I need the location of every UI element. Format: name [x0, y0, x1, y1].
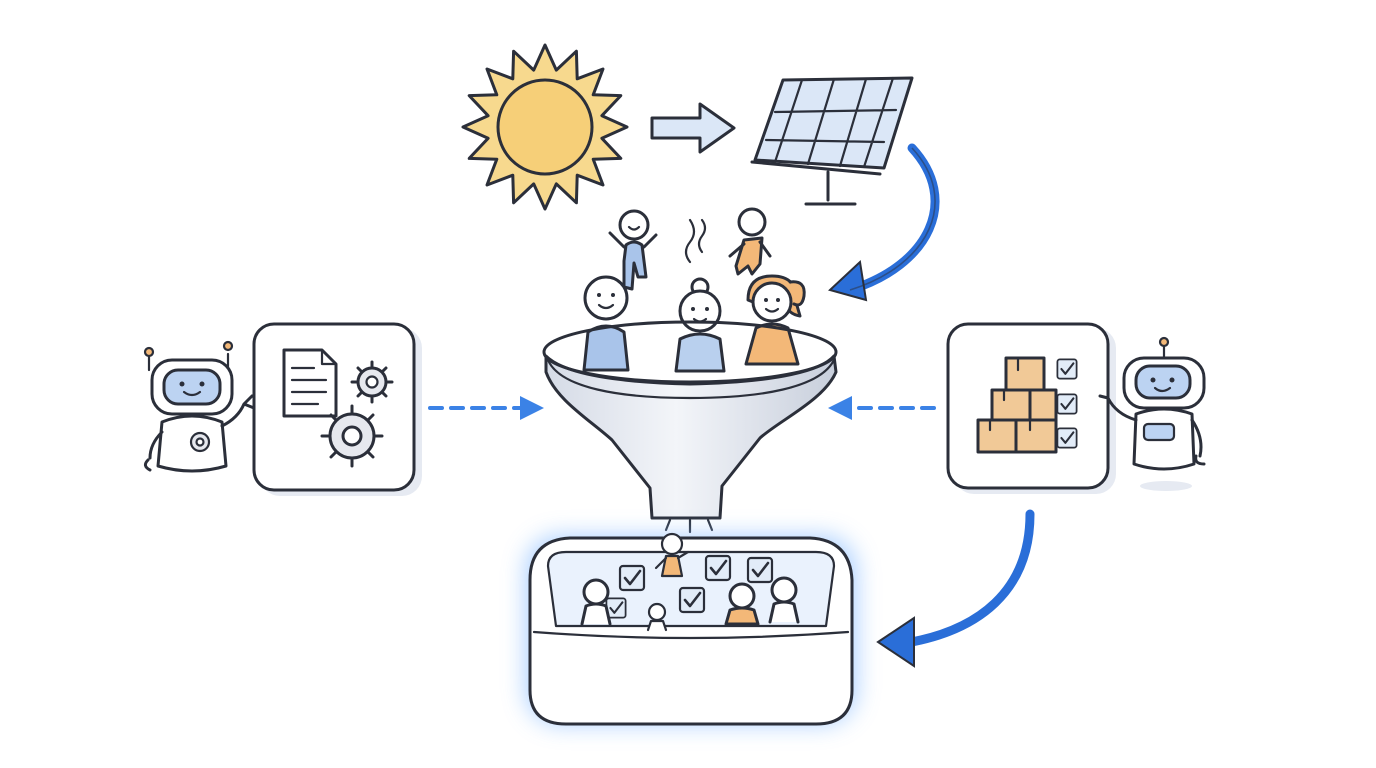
checkbox-icon: [704, 554, 732, 582]
person-icon: [768, 576, 800, 624]
checkbox-icon: [678, 586, 706, 614]
document-icon: [282, 348, 338, 418]
checkbox-icon: [618, 564, 646, 592]
solar-panel-icon: [750, 76, 914, 206]
arrow-right-icon: [650, 102, 736, 154]
container-tub-icon: [526, 536, 856, 726]
box-stack-icon: [976, 356, 1058, 454]
checkbox-icon: [1056, 427, 1078, 449]
checkbox-icon: [746, 556, 774, 584]
person-icon: [580, 578, 612, 626]
process-card-left: [252, 322, 422, 496]
dashed-arrow-icon: [428, 396, 544, 420]
gear-icon: [320, 404, 384, 468]
gear-icon: [189, 431, 211, 453]
person-icon: [724, 582, 760, 626]
funnel-icon: [542, 320, 838, 534]
person-icon: [728, 207, 772, 276]
robot-icon: [1098, 336, 1206, 491]
person-icon: [654, 532, 690, 578]
dashed-arrow-icon: [828, 396, 936, 420]
curved-arrow-icon: [828, 143, 940, 302]
steam-lines: [684, 218, 707, 264]
checkbox-icon: [1056, 393, 1078, 415]
curved-arrow-icon: [876, 509, 1035, 668]
sun-icon: [461, 43, 629, 211]
checkbox-icon: [1056, 358, 1078, 380]
person-icon: [646, 602, 668, 632]
person-icon: [608, 209, 658, 291]
gear-icon: [350, 360, 394, 404]
person-icon: [744, 274, 806, 366]
